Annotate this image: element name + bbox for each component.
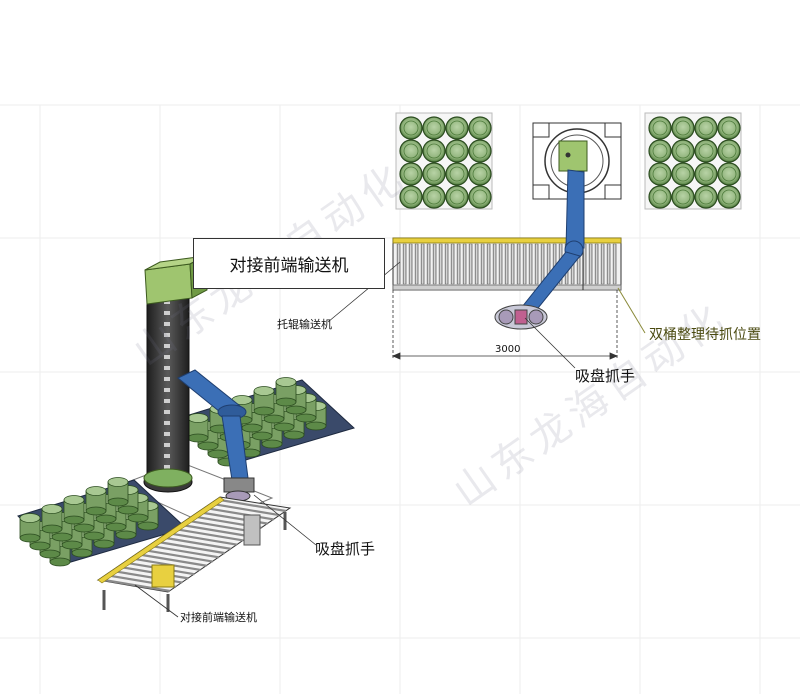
drum-top (445, 162, 469, 186)
drum-top (648, 116, 672, 140)
drum-top (468, 116, 492, 140)
drum-pallet-right-plan (644, 112, 742, 210)
front-conveyor-label: 对接前端输送机 (229, 256, 349, 276)
drum-3d (275, 377, 297, 387)
isometric-view (17, 255, 355, 618)
drum-3d (107, 477, 129, 487)
robot-arm-plan (494, 169, 585, 330)
drum-pallet-left-plan (395, 112, 493, 210)
drum-top (399, 139, 423, 163)
drum-top (694, 162, 718, 186)
drum-top (717, 162, 741, 186)
drum-top (468, 162, 492, 186)
leader-gripper-plan (524, 317, 576, 369)
drum-top (648, 139, 672, 163)
dimension-label: 3000 (495, 344, 521, 355)
leader-gripper-3d (253, 494, 317, 546)
drum-3d (19, 513, 41, 523)
drum-top (648, 185, 672, 209)
suction-gripper-label-plan: 吸盘抓手 (575, 367, 636, 385)
leader-roller-conveyor (327, 261, 401, 323)
drum-top (717, 139, 741, 163)
dimension-line (391, 290, 619, 360)
drum-3d (187, 413, 209, 423)
drum-top (445, 139, 469, 163)
drum-top (399, 162, 423, 186)
drum-top (422, 116, 446, 140)
drum-top (399, 185, 423, 209)
drum-top (422, 162, 446, 186)
drum-top (422, 139, 446, 163)
front-conveyor-label-box: 对接前端输送机 (193, 238, 385, 289)
robot-arm-3d (177, 369, 255, 502)
drum-pallet-3d-left (17, 477, 187, 567)
drum-top (422, 185, 446, 209)
drum-top (445, 116, 469, 140)
drum-3d (85, 486, 107, 496)
drum-top (671, 185, 695, 209)
suction-gripper-label-3d: 吸盘抓手 (315, 540, 376, 558)
robot-column-3d (143, 255, 208, 493)
drum-top (468, 139, 492, 163)
drum-top (694, 139, 718, 163)
leader-dual-bucket (617, 287, 646, 334)
drum-top (671, 162, 695, 186)
roller-conveyor-plan (392, 237, 622, 291)
drum-top (671, 139, 695, 163)
drum-top (468, 185, 492, 209)
drum-top (648, 162, 672, 186)
drum-3d (253, 386, 275, 396)
drum-top (717, 185, 741, 209)
drum-top (694, 185, 718, 209)
leader-front-conveyor-3d (134, 584, 179, 618)
robot-base-plan (532, 122, 622, 200)
plan-view (327, 112, 742, 369)
drum-3d (41, 504, 63, 514)
drum-3d (63, 495, 85, 505)
drum-top (445, 185, 469, 209)
roller-conveyor-label: 托辊输送机 (277, 318, 332, 331)
front-conveyor-label-3d: 对接前端输送机 (180, 611, 257, 624)
drum-top (671, 116, 695, 140)
roller-conveyor-3d (96, 496, 292, 612)
drum-top (399, 116, 423, 140)
drum-top (717, 116, 741, 140)
dual-bucket-position-label: 双桶整理待抓位置 (649, 327, 761, 343)
drum-top (694, 116, 718, 140)
